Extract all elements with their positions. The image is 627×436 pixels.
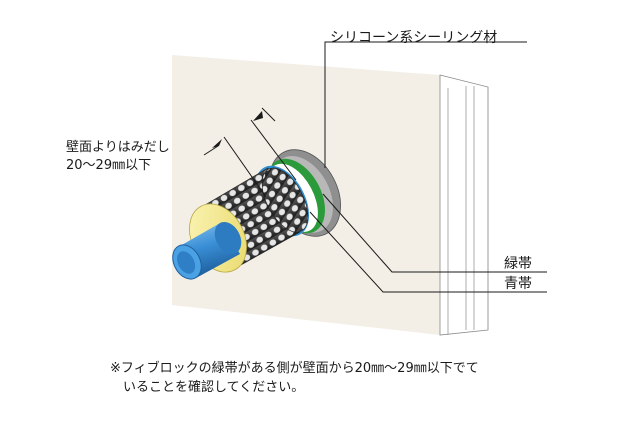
protrusion-leader bbox=[203, 145, 219, 156]
dim-line-right bbox=[250, 119, 297, 181]
dim-line-left bbox=[223, 136, 267, 198]
dim-arrowhead-right bbox=[253, 111, 263, 121]
sealant-leader bbox=[324, 41, 527, 168]
note-line2: いることを確認してください。 bbox=[110, 380, 305, 395]
mesh-sleeve-rim bbox=[261, 167, 309, 233]
protrusion-label-line2: 20〜29㎜以下 bbox=[66, 158, 152, 173]
dim-arrow-stem bbox=[261, 107, 276, 122]
green-band-label: 緑帯 bbox=[504, 256, 532, 272]
blue-band-label: 青帯 bbox=[504, 276, 532, 292]
protrusion-label-line1: 壁面よりはみだし bbox=[66, 140, 170, 155]
blue-band-leader bbox=[309, 211, 547, 293]
wall-edge bbox=[439, 74, 489, 336]
green-band-leader bbox=[322, 193, 547, 273]
pipe-end bbox=[172, 244, 202, 280]
note-line1: ※フィブロックの緑帯がある側が壁面から20㎜〜29㎜以下でて bbox=[110, 361, 479, 376]
pipe-inner bbox=[214, 221, 242, 255]
dim-arrowhead-left bbox=[212, 139, 222, 148]
sealant-label: シリコーン系シーリング材 bbox=[330, 30, 498, 46]
